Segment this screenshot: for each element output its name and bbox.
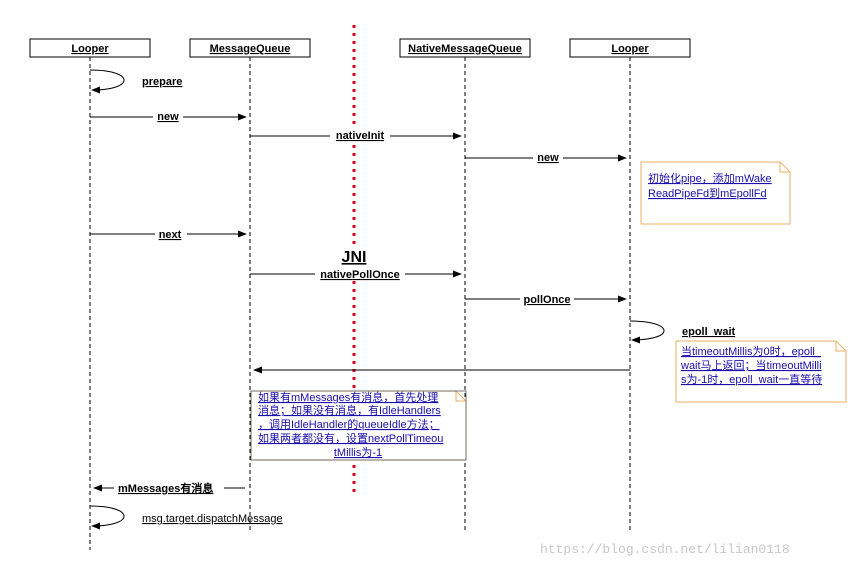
note-line: 消息；如果没有消息，有IdleHandlers [258,403,441,417]
participant-looper-1: Looper [29,38,151,58]
note-line: 当timeoutMillis为0时，epoll_ [681,344,822,358]
watermark-text: https://blog.csdn.net/lilian0118 [540,542,790,557]
participant-nativemessagequeue: NativeMessageQueue [399,38,531,58]
note-line: tMillis为-1 [334,446,382,459]
message-epoll-wait: epoll_wait [629,320,736,344]
participant-label: MessageQueue [210,43,291,55]
note-init-pipe: 初始化pipe，添加mWake ReadPipeFd到mEpollFd [640,161,791,225]
message-nativeinit: nativeInit [250,128,462,142]
message-label: prepare [142,76,182,88]
note-line: s为-1时，epoll_wait一直等待 [681,372,822,386]
participant-label: NativeMessageQueue [408,43,522,55]
message-next: next [90,226,247,241]
note-line: ReadPipeFd到mEpollFd [648,187,767,200]
message-label: msg.target.dispatchMessage [142,513,283,525]
note-line: 如果两者都没有，设置nextPollTimeou [258,431,443,445]
message-nativepollonce: nativePollOnce [250,266,462,281]
message-label: next [159,229,182,241]
message-mmessages: mMessages有消息 [93,480,245,495]
message-prepare: prepare [89,69,182,94]
message-dispatch: msg.target.dispatchMessage [89,505,283,530]
note-line: 如果有mMessages有消息，首先处理 [258,390,438,404]
message-label: nativePollOnce [320,269,399,281]
message-pollonce: pollOnce [465,291,627,306]
message-label: new [537,152,559,164]
message-label: pollOnce [523,294,570,306]
jni-label: JNI [342,249,367,266]
note-line: 初始化pipe，添加mWake [648,171,772,185]
participant-messagequeue: MessageQueue [189,38,311,58]
note-epoll-timeout: 当timeoutMillis为0时，epoll_ wait马上返回；当timeo… [675,340,847,403]
message-label: mMessages有消息 [118,481,213,495]
message-label: new [157,111,179,123]
note-idle-handling: 如果有mMessages有消息，首先处理 消息；如果没有消息，有IdleHand… [250,390,467,461]
message-new-2: new [465,150,627,164]
note-line: ，调用IdleHandler的queueIdle方法； [258,417,440,431]
note-line: wait马上返回；当timeoutMilli [680,358,822,372]
message-label: nativeInit [336,130,385,142]
participant-looper-2: Looper [569,38,691,58]
message-label: epoll_wait [682,326,736,338]
participant-label: Looper [71,43,109,55]
participant-label: Looper [611,43,649,55]
message-new-1: new [90,109,247,123]
